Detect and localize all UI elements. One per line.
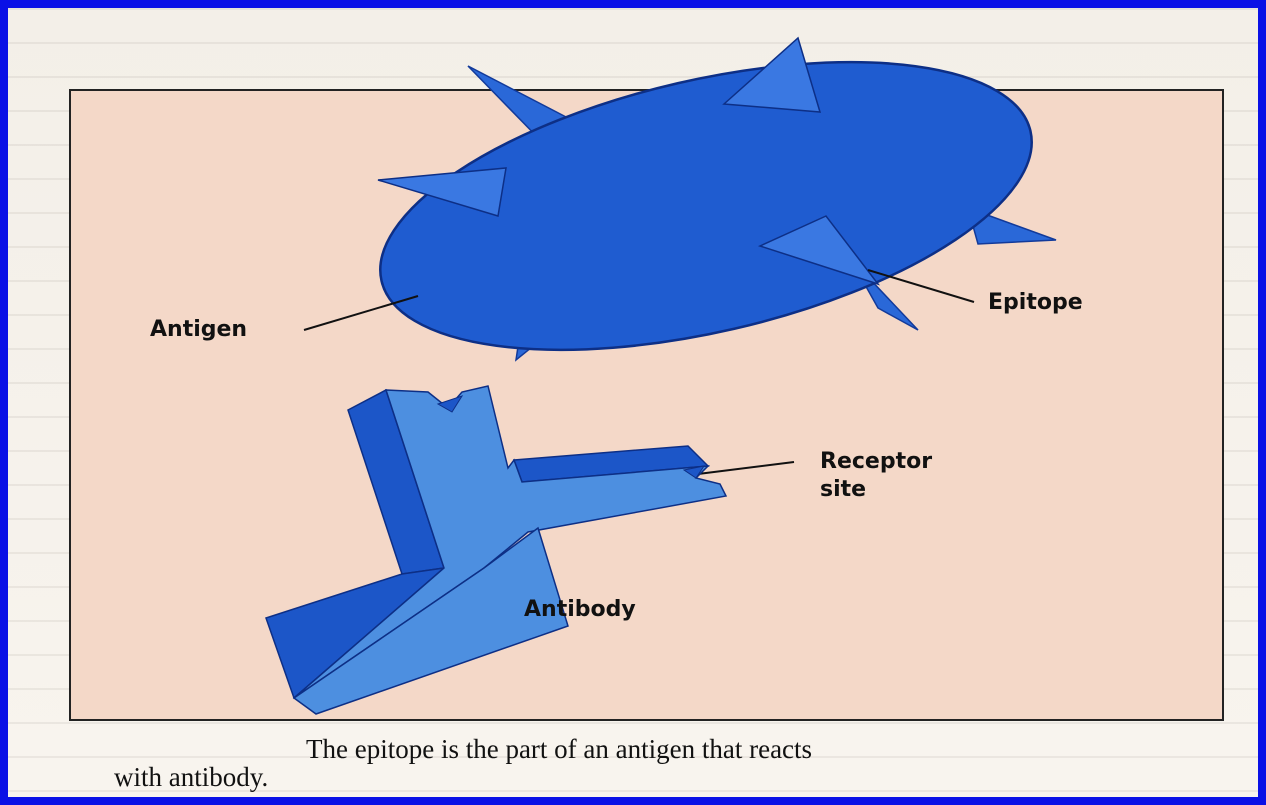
receptor-site-label-line2: site xyxy=(820,478,866,501)
figure-caption-line2: with antibody. xyxy=(114,760,268,795)
antigen-label: Antigen xyxy=(150,318,247,341)
receptor-site-label-line1: Receptor xyxy=(820,450,932,473)
antibody-label: Antibody xyxy=(524,598,636,621)
figure-caption-line1: The epitope is the part of an antigen th… xyxy=(306,732,812,767)
epitope-label: Epitope xyxy=(988,291,1083,314)
diagram-canvas xyxy=(8,8,1258,797)
